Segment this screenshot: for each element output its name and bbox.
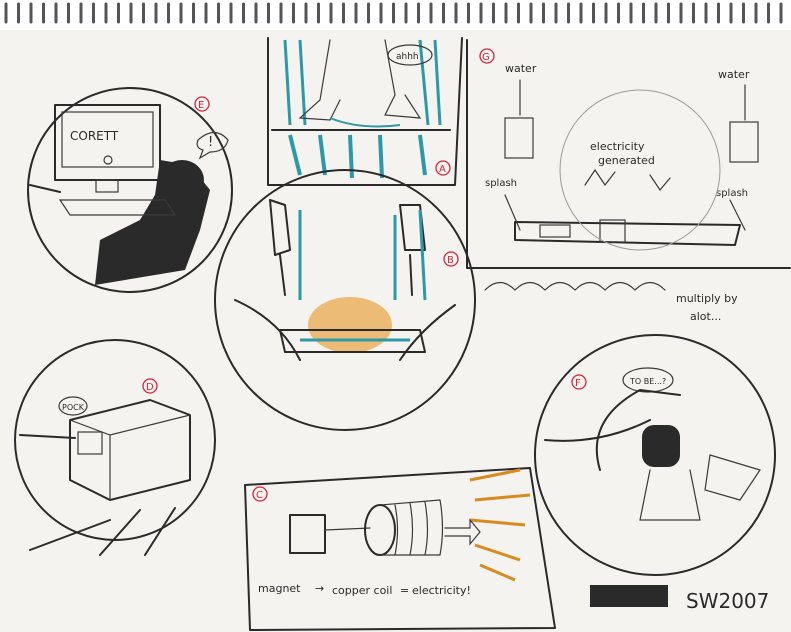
panel-a-marker: A: [439, 164, 446, 175]
panel-b-turbine: B: [214, 169, 476, 431]
panel-c-magnet-coil: magnet → copper coil = electricity! C: [244, 467, 556, 631]
panel-d-bubble: POCK: [62, 403, 85, 412]
splash-left-label: splash: [485, 178, 517, 189]
panel-g-marker: G: [482, 52, 490, 63]
man-head: [642, 425, 680, 467]
panel-g-water-system: water water splash splash electricity ge…: [466, 39, 791, 269]
signature-block: SW2007: [590, 585, 769, 613]
caption-coil: copper coil: [332, 584, 392, 597]
multiply-text-1: multiply by: [676, 292, 738, 305]
multiply-note: multiply by alot...: [484, 281, 738, 323]
splash-right-label: splash: [716, 188, 748, 199]
water-right-label: water: [718, 68, 750, 81]
panel-f-man: TO BE...? F: [534, 334, 776, 576]
screen-text: CORETT: [70, 129, 119, 143]
panel-d-box: POCK D: [14, 339, 216, 556]
panel-d-marker: D: [146, 382, 154, 393]
panel-b-marker: B: [447, 255, 454, 266]
multiply-text-2: alot...: [690, 310, 721, 323]
panel-e-computer-user: CORETT ! E: [27, 87, 233, 293]
panel-c-marker: C: [256, 490, 263, 501]
signature-text: SW2007: [686, 589, 769, 613]
exclaim-text: !: [208, 135, 213, 150]
panel-a-shower: ahhh A: [267, 37, 463, 186]
panel-f-marker: F: [575, 378, 581, 389]
spiral-binding: [0, 0, 791, 30]
caption-arrow: →: [315, 582, 324, 595]
panel-f-bubble: TO BE...?: [629, 377, 666, 386]
caption-electricity: electricity!: [412, 584, 471, 597]
electricity-label-1: electricity: [590, 140, 645, 153]
panel-a-bubble: ahhh: [396, 52, 419, 62]
electricity-label-2: generated: [598, 154, 655, 167]
panel-e-marker: E: [198, 100, 204, 111]
caption-equals: =: [400, 584, 409, 597]
caption-magnet: magnet: [258, 582, 301, 595]
water-left-label: water: [505, 62, 537, 75]
